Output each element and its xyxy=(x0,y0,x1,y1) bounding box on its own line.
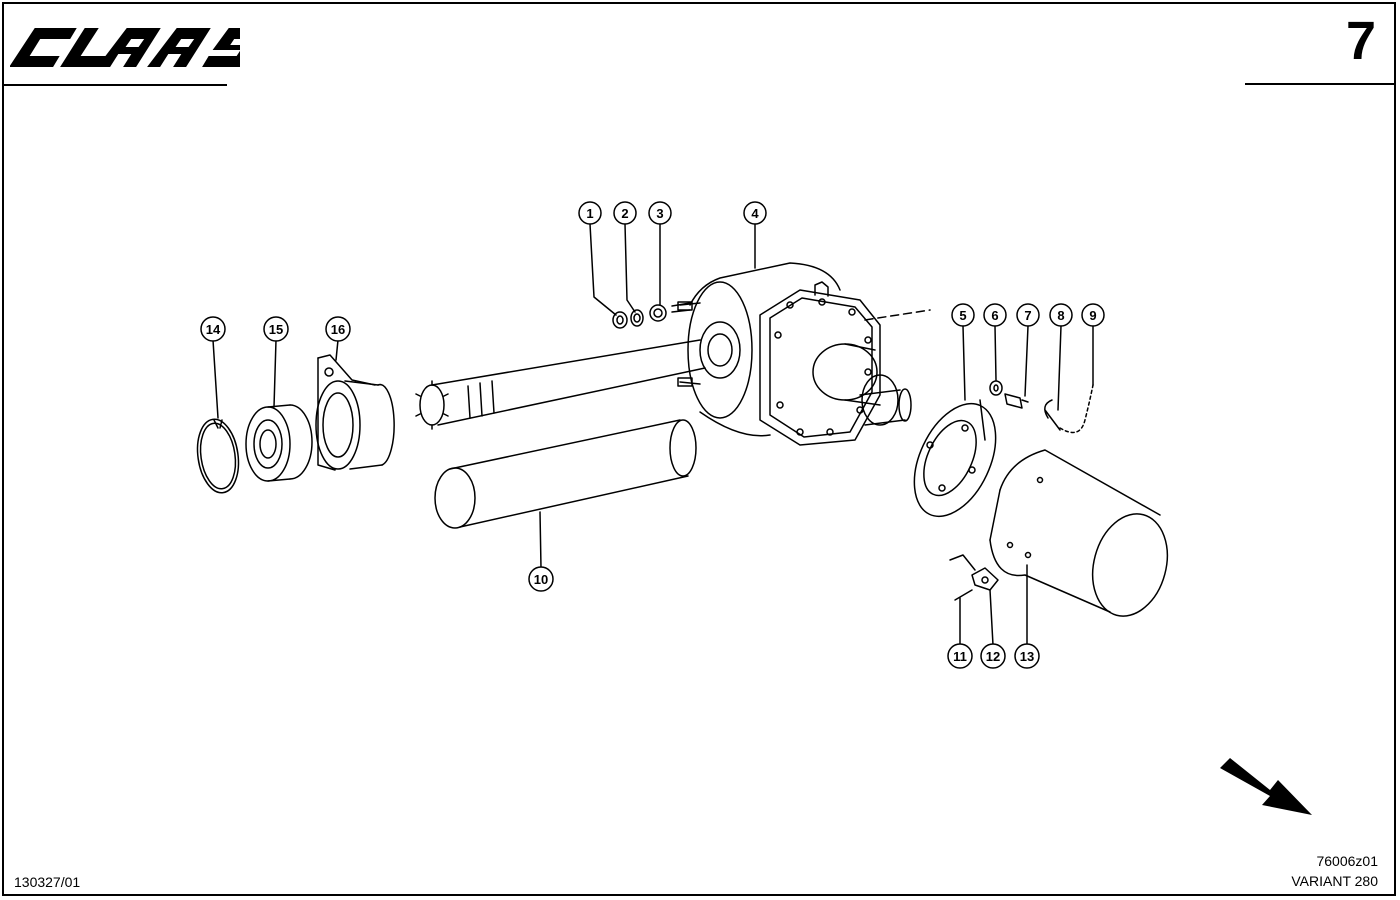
nut xyxy=(612,311,628,329)
callout-1: 1 xyxy=(578,201,602,225)
spring-clip xyxy=(949,554,976,601)
svg-text:9: 9 xyxy=(1089,308,1096,323)
svg-text:5: 5 xyxy=(959,308,966,323)
callout-7: 7 xyxy=(1016,303,1040,327)
callout-16: 16 xyxy=(325,316,351,342)
callout-2: 2 xyxy=(613,201,637,225)
bearing-housing xyxy=(315,354,395,471)
logo-underline xyxy=(3,84,227,86)
svg-text:15: 15 xyxy=(269,322,283,337)
gearbox xyxy=(677,262,931,446)
svg-text:10: 10 xyxy=(534,572,548,587)
callout-15: 15 xyxy=(263,316,289,342)
protection-tube xyxy=(434,419,697,569)
callout-12: 12 xyxy=(980,643,1006,669)
svg-text:1: 1 xyxy=(586,206,593,221)
callout-9: 9 xyxy=(1081,303,1105,327)
callout-11: 11 xyxy=(947,643,973,669)
page-number: 7 xyxy=(1345,11,1376,71)
callout-8: 8 xyxy=(1049,303,1073,327)
callout-5: 5 xyxy=(951,303,975,327)
splined-shaft xyxy=(415,339,706,430)
svg-text:3: 3 xyxy=(656,206,663,221)
callout-4: 4 xyxy=(743,201,767,225)
svg-text:16: 16 xyxy=(331,322,345,337)
svg-text:8: 8 xyxy=(1057,308,1064,323)
document-number: 130327/01 xyxy=(14,874,81,890)
hex-bolt xyxy=(1004,393,1029,409)
svg-text:4: 4 xyxy=(751,206,759,221)
stud xyxy=(671,302,691,313)
circlip-ring xyxy=(196,418,240,494)
model-name: VARIANT 280 xyxy=(1291,873,1378,889)
latch-bracket xyxy=(971,567,999,591)
callout-3: 3 xyxy=(648,201,672,225)
callout-14: 14 xyxy=(200,316,226,342)
page-number-underline xyxy=(1245,83,1395,85)
svg-text:12: 12 xyxy=(986,649,1000,664)
callout-6: 6 xyxy=(983,303,1007,327)
ball-bearing xyxy=(245,404,313,482)
lock-washer xyxy=(989,380,1003,396)
svg-text:14: 14 xyxy=(206,322,221,337)
svg-text:13: 13 xyxy=(1020,649,1034,664)
svg-text:6: 6 xyxy=(991,308,998,323)
footer-right: 76006z01 VARIANT 280 xyxy=(1291,851,1378,891)
spacer xyxy=(649,304,667,322)
lynch-pin xyxy=(1044,399,1061,431)
svg-text:2: 2 xyxy=(621,206,628,221)
washer xyxy=(630,309,644,327)
drawing-reference: 76006z01 xyxy=(1316,853,1378,869)
cover-tube xyxy=(989,449,1169,617)
retaining-chain xyxy=(1059,384,1094,434)
svg-text:11: 11 xyxy=(953,649,967,664)
flange-disc xyxy=(913,399,997,518)
callout-13: 13 xyxy=(1014,643,1040,669)
svg-text:7: 7 xyxy=(1024,308,1031,323)
callout-10: 10 xyxy=(528,566,554,592)
arrow-down-right-icon xyxy=(1220,758,1312,815)
